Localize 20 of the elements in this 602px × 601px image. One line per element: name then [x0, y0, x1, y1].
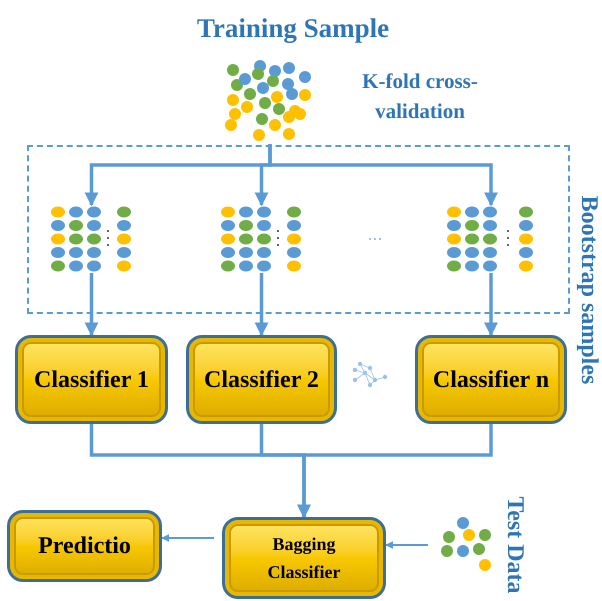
classifier-box: Classifier 2: [186, 335, 337, 424]
classifier-box: Predictio: [7, 510, 162, 582]
arrow: [268, 144, 498, 206]
classifier-box: Bagging Classifier: [222, 517, 386, 599]
arrow: [84, 273, 98, 336]
sample-dots-drawing: [50, 205, 134, 273]
side-label: Bootstrap samples: [575, 194, 602, 386]
arrow: [161, 534, 214, 542]
classifier-box: Classifier 1: [15, 335, 168, 424]
arrow: [385, 541, 428, 549]
classifier-box: Classifier n: [415, 335, 567, 424]
dash-dot-frame: [27, 145, 570, 314]
side-label: Test Data: [501, 495, 529, 596]
method-label: K-fold cross-validation: [361, 68, 479, 125]
diagram-title: Training Sample: [196, 12, 390, 45]
arrow: [254, 273, 268, 336]
sample-dots-drawing: [446, 205, 536, 273]
arrow: [484, 273, 498, 336]
arrow: [297, 424, 493, 518]
sample-dots-drawing: [220, 205, 304, 273]
